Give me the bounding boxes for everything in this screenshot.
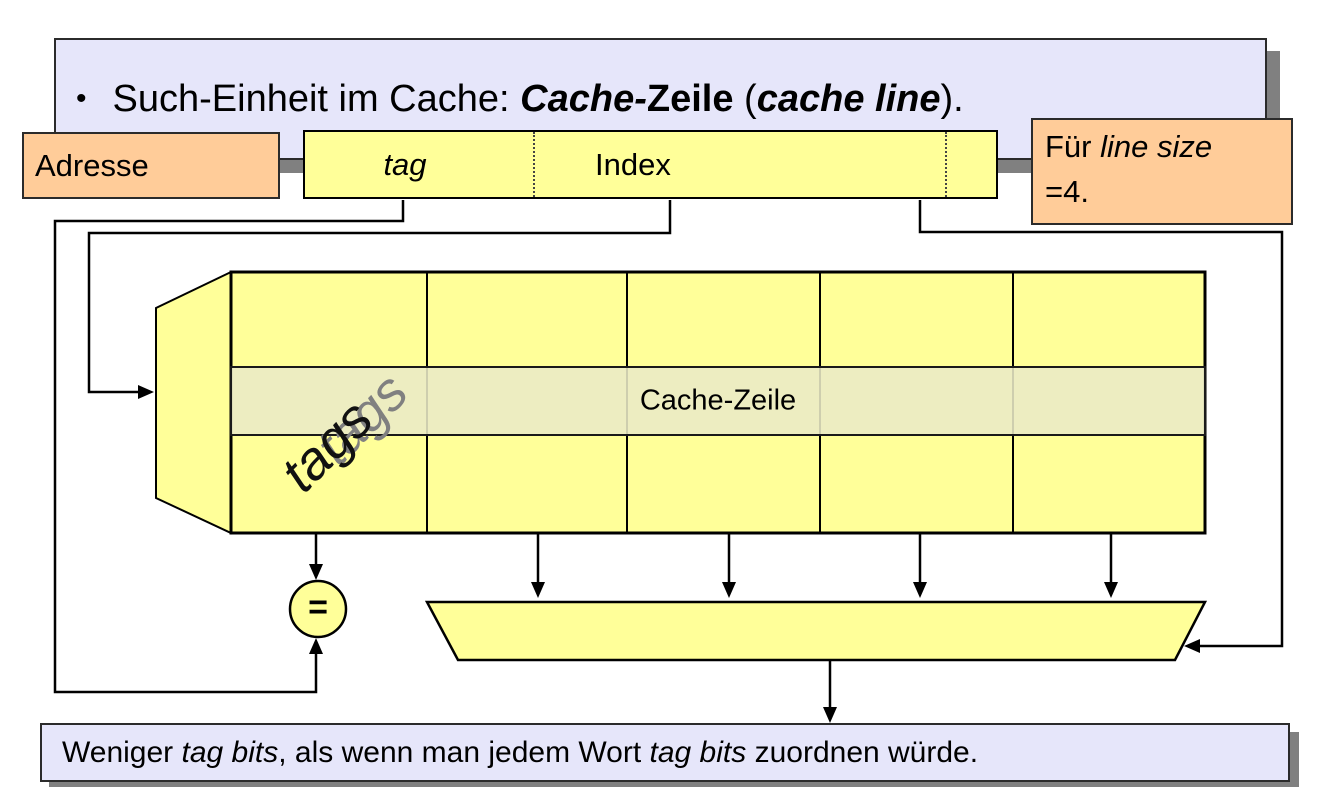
line-size-note-line2: =4. bbox=[1045, 173, 1089, 209]
title-text: Such-Einheit im Cache: Cache-Zeile (cach… bbox=[112, 77, 964, 120]
arrow-down-icon bbox=[309, 564, 323, 580]
arrow-down-icon bbox=[531, 582, 545, 598]
comparator-equals-label: = bbox=[308, 588, 328, 627]
footer-box: Weniger tag bits, als wenn man jedem Wor… bbox=[40, 723, 1290, 782]
wire-offset-to-mux bbox=[918, 200, 1284, 648]
address-label: Adresse bbox=[35, 147, 149, 183]
arrow-down-icon bbox=[823, 707, 837, 723]
row-decoder-shape bbox=[155, 270, 232, 535]
line-size-note-box: Für line size =4. bbox=[1031, 118, 1293, 225]
arrow-left-icon bbox=[1184, 639, 1200, 653]
address-field-offset bbox=[947, 132, 996, 197]
address-field-tag: tag bbox=[383, 146, 427, 182]
cache-line-row-highlight bbox=[230, 366, 1206, 436]
wire-tag-to-comparator bbox=[53, 200, 405, 694]
address-field-index: Index bbox=[533, 132, 947, 197]
arrow-down-icon bbox=[913, 582, 927, 598]
wire-index-to-decoder bbox=[87, 200, 672, 394]
address-label-box: Adresse bbox=[22, 132, 280, 199]
address-field-bar: tag Index bbox=[303, 130, 998, 199]
line-size-note-line1: Für line size bbox=[1045, 129, 1213, 164]
footer-text: Weniger tag bits, als wenn man jedem Wor… bbox=[62, 735, 979, 769]
arrow-up-icon bbox=[309, 638, 323, 654]
cache-line-row-label: Cache-Zeile bbox=[639, 384, 797, 417]
arrow-right-icon bbox=[138, 385, 154, 399]
arrow-down-icon bbox=[722, 582, 736, 598]
bullet-icon: • bbox=[76, 82, 87, 115]
comparator-circle bbox=[288, 579, 348, 639]
mux-shape bbox=[424, 600, 1208, 662]
arrow-down-icon bbox=[1104, 582, 1118, 598]
